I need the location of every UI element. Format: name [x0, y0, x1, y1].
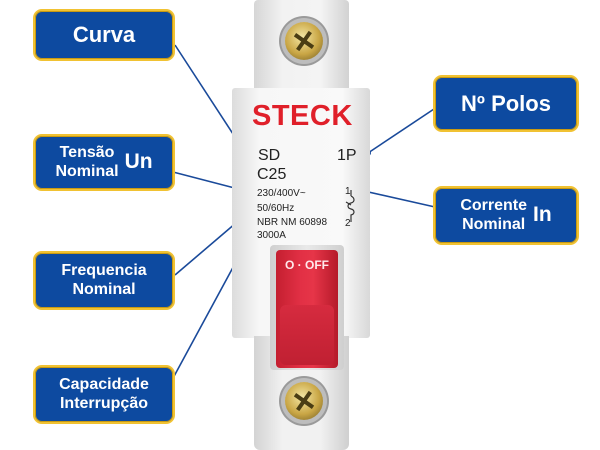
label-tensao-line1: Tensão — [59, 144, 115, 162]
standard-text: NBR NM 60898 — [257, 217, 328, 228]
label-corrente-text-group: Corrente Nominal — [460, 197, 527, 234]
label-corrente-nominal: Corrente Nominal In — [433, 186, 579, 245]
terminal-1-label: 1 — [345, 186, 351, 197]
top-terminal-screw-icon — [285, 22, 323, 60]
label-corrente-line1: Corrente — [460, 197, 527, 215]
label-frequencia-line1: Frequencia — [61, 262, 147, 280]
toggle-lever-grip — [280, 305, 334, 365]
label-capacidade-line1: Capacidade — [59, 376, 149, 394]
leader-polos — [367, 106, 438, 154]
label-capacidade-interrupcao: Capacidade Interrupção — [33, 365, 175, 424]
label-corrente-line2: Nominal — [462, 215, 526, 233]
label-frequencia-nominal: Frequencia Nominal — [33, 251, 175, 310]
label-capacidade-line2: Interrupção — [59, 394, 148, 412]
label-corrente-abbr: In — [533, 203, 552, 227]
trip-coil-symbol-icon — [345, 190, 355, 222]
label-polos: Nº Polos — [433, 75, 579, 132]
rating-text: C25 — [257, 166, 287, 183]
label-polos-text: Nº Polos — [461, 90, 551, 116]
label-tensao-line2: Nominal — [55, 162, 119, 180]
label-tensao-nominal: Tensão Nominal Un — [33, 134, 175, 191]
breaking-capacity-text: 3000A — [257, 230, 286, 241]
label-curva: Curva — [33, 9, 175, 61]
poles-text: 1P — [337, 147, 357, 164]
label-tensao-text-group: Tensão Nominal — [55, 144, 118, 181]
label-tensao-abbr: Un — [124, 150, 153, 174]
voltage-text: 230/400V~ — [257, 188, 306, 199]
bottom-terminal-screw-icon — [285, 382, 323, 420]
label-curva-text: Curva — [72, 22, 136, 48]
brand-logo: STECK — [252, 100, 353, 132]
frequency-text: 50/60Hz — [257, 203, 295, 214]
series-text: SD — [258, 147, 281, 164]
terminal-2-label: 2 — [345, 218, 351, 229]
label-frequencia-line2: Nominal — [72, 280, 136, 298]
toggle-off-label: O · OFF — [285, 258, 329, 272]
